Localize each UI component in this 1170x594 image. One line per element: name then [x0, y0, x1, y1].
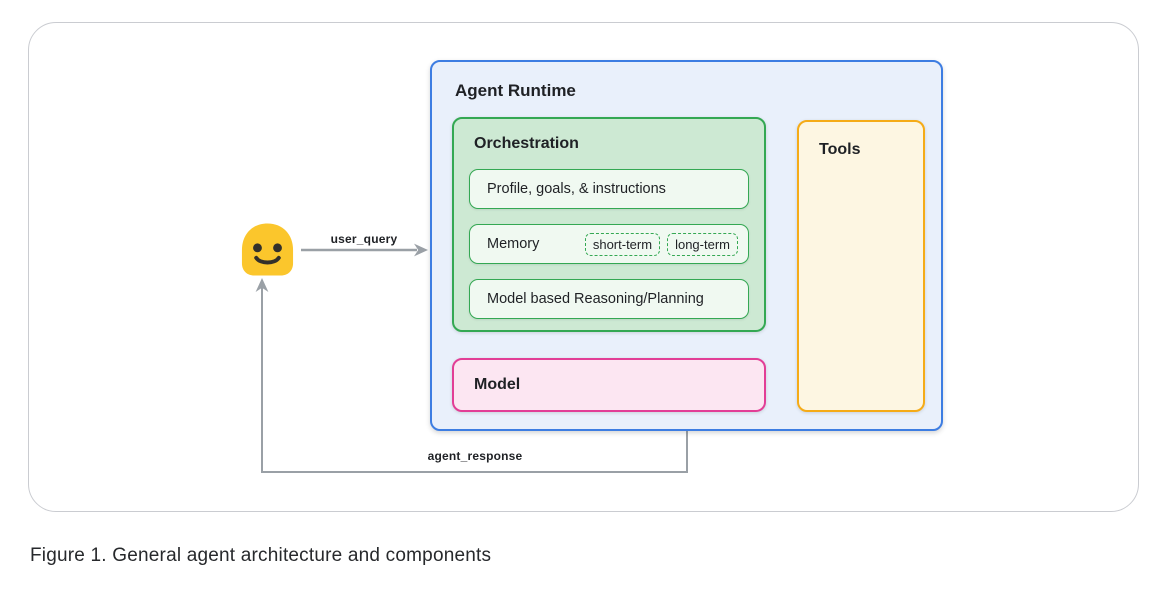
- tools-title: Tools: [819, 141, 861, 158]
- orchestration-title: Orchestration: [474, 135, 579, 152]
- orchestration-box: Orchestration Profile, goals, & instruct…: [452, 117, 766, 332]
- agent-response-label: agent_response: [427, 449, 523, 463]
- agent-runtime-title: Agent Runtime: [455, 81, 576, 100]
- reasoning-planning-row: Model based Reasoning/Planning: [469, 279, 749, 319]
- memory-chip-short-term: short-term: [584, 232, 661, 256]
- user-smiley-emoji-icon: [241, 223, 294, 276]
- reasoning-planning-label: Model based Reasoning/Planning: [487, 291, 704, 307]
- memory-chip-group: short-term long-term: [584, 232, 738, 256]
- figure-caption: Figure 1. General agent architecture and…: [30, 545, 492, 566]
- profile-goals-instructions-label: Profile, goals, & instructions: [487, 181, 666, 197]
- model-box: Model: [452, 358, 766, 412]
- memory-label: Memory: [487, 236, 540, 252]
- tools-box: Tools: [797, 120, 925, 412]
- memory-chip-long-term: long-term: [667, 232, 738, 256]
- model-title: Model: [474, 376, 521, 393]
- memory-row: Memory short-term long-term: [469, 224, 749, 264]
- profile-goals-instructions-row: Profile, goals, & instructions: [469, 169, 749, 209]
- user-query-label: user_query: [330, 232, 398, 246]
- agent-runtime-box: Agent Runtime Orchestration Profile, goa…: [430, 60, 943, 431]
